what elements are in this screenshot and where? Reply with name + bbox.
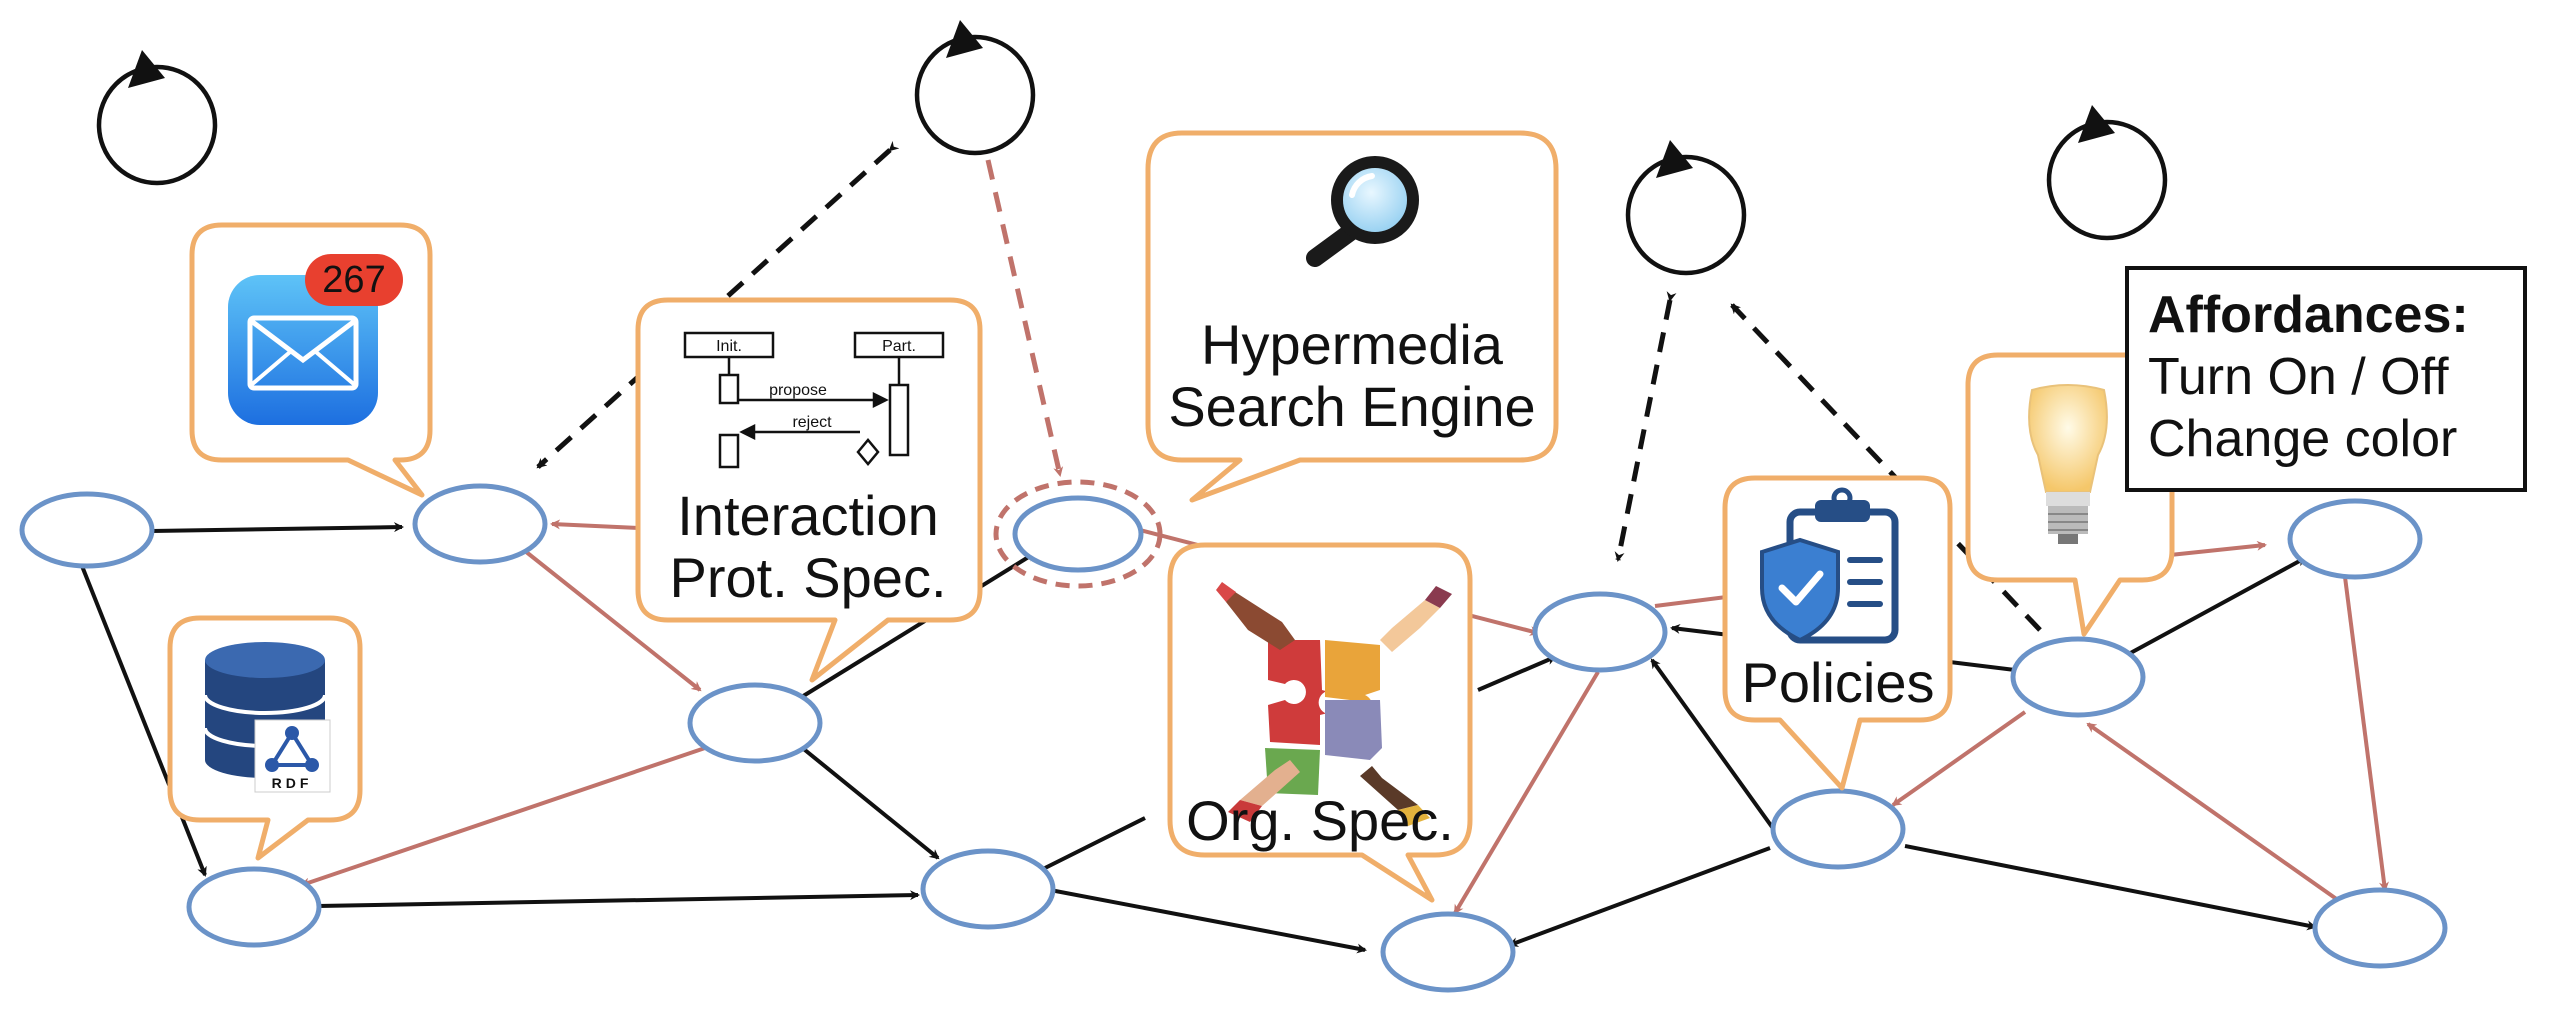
link	[2169, 540, 2267, 557]
resource-node[interactable]	[1012, 495, 1144, 573]
agent-icon[interactable]	[2046, 105, 2168, 241]
sequence-role-right: Part.	[882, 338, 916, 355]
link	[1044, 816, 1146, 870]
affordances-box: Affordances: Turn On / Off Change color	[2125, 266, 2527, 492]
rdf-label: RDF	[272, 775, 313, 791]
sequence-diagram-icon: Init. Part. propose reject	[683, 331, 945, 469]
resource-node[interactable]	[687, 682, 823, 764]
search-engine-node-halo	[993, 479, 1163, 589]
search-engine-callout	[1145, 130, 1559, 503]
resource-node[interactable]	[1380, 911, 1516, 993]
light-bulb-icon	[2028, 384, 2108, 544]
affordances-title: Affordances:	[2148, 286, 2469, 344]
link	[798, 551, 1037, 700]
mail-badge: 267	[305, 254, 403, 306]
link	[1891, 710, 2027, 807]
sequence-role-left: Init.	[716, 338, 742, 355]
agent-icon[interactable]	[914, 20, 1036, 156]
puzzle-hands-icon	[1216, 582, 1452, 826]
link	[798, 744, 940, 860]
sequence-message-reject: reject	[792, 414, 832, 431]
link	[80, 565, 207, 877]
link	[300, 746, 706, 888]
resource-node[interactable]	[2287, 498, 2423, 580]
clipboard-shield-icon	[1760, 487, 1899, 644]
links	[80, 140, 2389, 954]
resource-node[interactable]	[412, 483, 548, 565]
link	[550, 519, 641, 530]
resource-node[interactable]	[1770, 788, 1906, 870]
policies-label: Policies	[1742, 651, 1935, 714]
link	[1904, 844, 2317, 931]
link	[1453, 670, 1600, 915]
database-rdf-icon: RDF	[203, 642, 331, 793]
search-engine-label-line1: Hypermedia	[1201, 313, 1504, 376]
affordance-turn-on-off: Turn On / Off	[2148, 348, 2449, 406]
agent-link	[1614, 291, 1677, 562]
interaction-protocol-label-line1: Interaction	[677, 484, 939, 547]
agent-link	[985, 159, 1064, 477]
link	[523, 549, 702, 692]
mail-badge-count: 267	[322, 259, 385, 301]
link	[1650, 658, 1787, 847]
resource-node[interactable]	[186, 866, 322, 948]
link	[1044, 887, 1367, 954]
org-spec-label: Org. Spec.	[1186, 789, 1454, 852]
resource-node[interactable]	[2312, 887, 2448, 969]
link	[2086, 722, 2347, 907]
link	[1508, 846, 1771, 947]
resource-node[interactable]	[920, 848, 1056, 930]
affordance-change-color: Change color	[2148, 410, 2457, 468]
link	[1477, 655, 1557, 692]
link	[2124, 556, 2307, 658]
resource-node[interactable]	[2010, 636, 2146, 718]
agents	[96, 20, 2168, 276]
sequence-message-propose: propose	[769, 382, 827, 399]
resource-node[interactable]	[19, 491, 155, 569]
magnifier-icon	[1306, 156, 1419, 267]
link	[151, 522, 404, 533]
link	[317, 890, 920, 908]
resource-nodes	[19, 483, 2448, 993]
resource-node[interactable]	[1532, 591, 1668, 673]
agent-icon[interactable]	[96, 50, 218, 186]
search-engine-label-line2: Search Engine	[1168, 375, 1535, 438]
mail-icon	[228, 275, 378, 425]
interaction-protocol-label-line2: Prot. Spec.	[669, 546, 946, 609]
agent-icon[interactable]	[1625, 140, 1747, 276]
link	[2343, 576, 2389, 892]
